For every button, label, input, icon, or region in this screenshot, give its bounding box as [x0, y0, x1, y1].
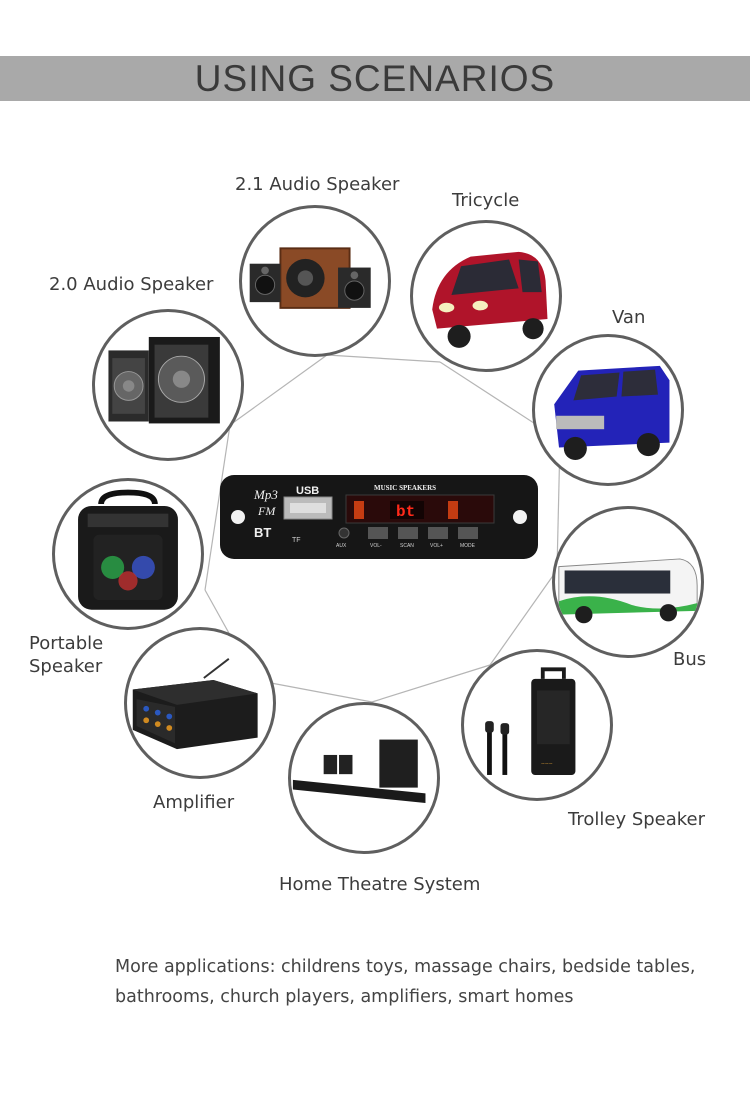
mp3-module-board: Mp3 FM USB BT TF AUX MUSIC SPEAKERS bt V… — [220, 475, 538, 559]
label-2-1-audio-speaker: 2.1 Audio Speaker — [235, 174, 400, 195]
footer-line-1: More applications: childrens toys, massa… — [115, 957, 696, 977]
amplifier-icon — [132, 658, 258, 750]
module-bt-text: BT — [254, 525, 271, 540]
module-display-text: bt — [396, 503, 415, 521]
speaker-2-0-icon — [108, 336, 220, 424]
page-title: USING SCENARIOS — [194, 57, 556, 99]
module-button-scan: SCAN — [400, 543, 414, 549]
label-portable-line1: Portable — [29, 633, 104, 654]
label-amplifier: Amplifier — [153, 792, 235, 813]
home-theatre-icon — [292, 739, 426, 803]
tricycle-icon — [432, 251, 548, 348]
circle-amplifier — [124, 627, 276, 779]
label-portable-speaker: Portable Speaker — [29, 632, 103, 678]
label-bus: Bus — [673, 649, 707, 670]
circle-2-0-audio-speaker — [92, 309, 244, 461]
circle-portable-speaker — [52, 478, 204, 630]
circle-tricycle — [410, 220, 562, 372]
module-button-vol-plus: VOL+ — [430, 543, 443, 549]
trolley-speaker-icon: ~~~ — [485, 667, 576, 775]
circle-trolley-speaker: ~~~ — [461, 649, 613, 801]
header-banner: USING SCENARIOS — [0, 56, 750, 101]
circle-bus — [552, 506, 704, 658]
module-usb-text: USB — [296, 485, 319, 497]
label-trolley-speaker: Trolley Speaker — [568, 809, 706, 830]
label-portable-line2: Speaker — [29, 656, 103, 677]
svg-text:~~~: ~~~ — [541, 760, 553, 767]
module-brand-text: MUSIC SPEAKERS — [374, 484, 436, 492]
van-icon — [554, 365, 670, 460]
speaker-2-1-icon — [249, 247, 371, 309]
footer-line-2: bathrooms, church players, amplifiers, s… — [115, 987, 574, 1007]
label-home-theatre: Home Theatre System — [279, 874, 481, 895]
module-mp3-text: Mp3 — [253, 487, 278, 502]
portable-speaker-icon — [78, 489, 178, 610]
module-button-mode: MODE — [460, 543, 476, 549]
more-applications-text: More applications: childrens toys, massa… — [115, 952, 695, 1012]
module-fm-text: FM — [257, 504, 276, 518]
circle-home-theatre — [288, 702, 440, 854]
bus-icon — [558, 558, 698, 624]
label-van: Van — [612, 307, 646, 328]
circle-van — [532, 334, 684, 486]
module-button-vol-minus: VOL- — [370, 543, 382, 549]
module-aux-text: AUX — [336, 543, 347, 549]
circle-2-1-audio-speaker — [239, 205, 391, 357]
label-2-0-audio-speaker: 2.0 Audio Speaker — [49, 274, 214, 295]
module-tf-text: TF — [292, 537, 301, 544]
label-tricycle: Tricycle — [452, 190, 520, 211]
